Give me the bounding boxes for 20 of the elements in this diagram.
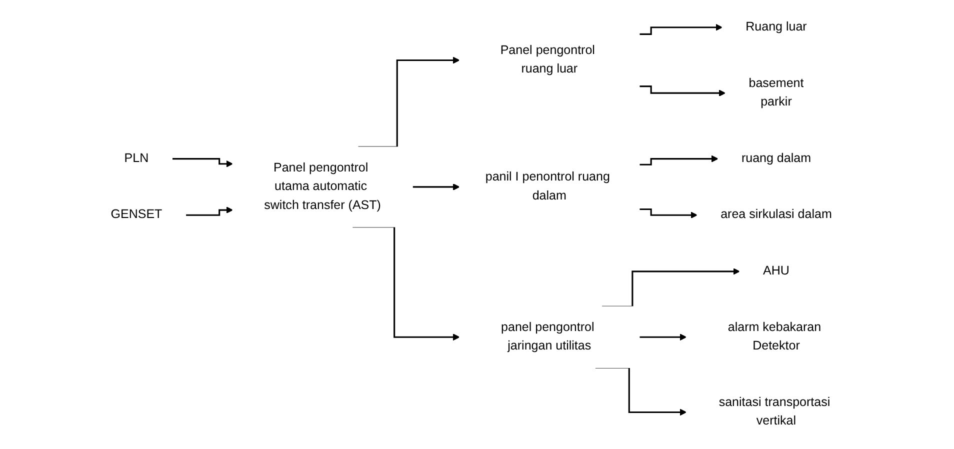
arrow [186,206,234,216]
node-text: basement parkir [749,76,804,109]
node-text: PLN [124,152,149,166]
arrow [640,155,719,166]
arrow [640,334,687,341]
node-text: AHU [763,264,790,278]
arrow [172,158,234,168]
arrow [412,184,460,190]
node-text: alarm kebakaran Detektor [728,320,822,353]
node-text: GENSET [111,208,162,222]
arrow [640,24,723,35]
arrow [640,86,726,97]
arrow [352,226,460,341]
node-text: area sirkulasi dalam [720,208,832,222]
arrow [640,208,698,219]
node-text: Panel pengontrol ruang luar [500,44,596,76]
node-text: panil I penontrol ruang dalam [486,170,610,203]
node-text: ruang dalam [742,152,812,166]
node-text: Ruang luar [746,20,808,34]
node-text: sanitasi transportasi vertikal [719,396,830,428]
